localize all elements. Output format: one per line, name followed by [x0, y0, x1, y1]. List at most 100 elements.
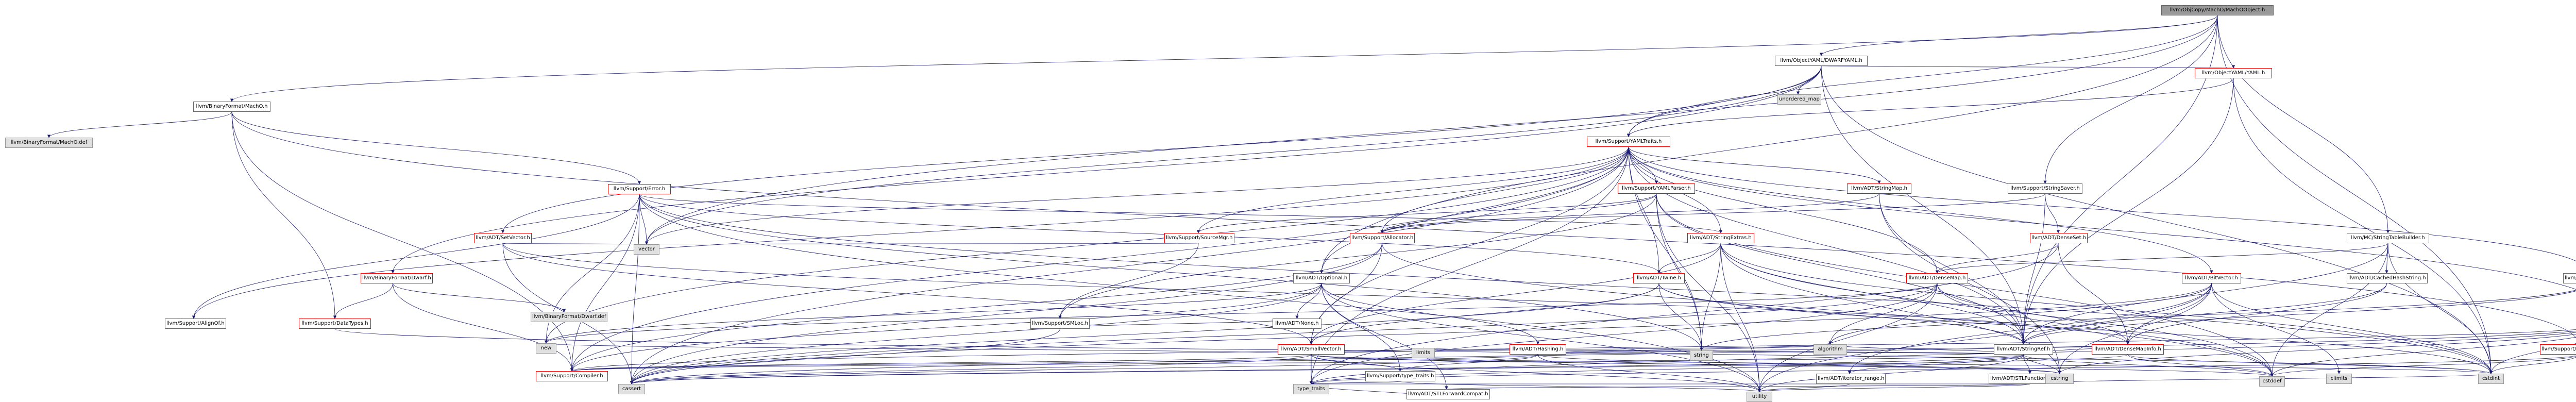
edge-supporterror-to-cassert	[632, 194, 639, 384]
edge-optional-to-hashing	[1321, 283, 1538, 344]
node-allocator[interactable]: llvm/Support/Allocator.h	[1350, 233, 1415, 243]
edge-yamltraits-to-stringmap	[1629, 147, 1879, 183]
edge-bfdwarf-to-dwarfdef	[393, 283, 565, 312]
node-setvector[interactable]: llvm/ADT/SetVector.h	[474, 233, 532, 243]
node-stringsaver[interactable]: llvm/Support/StringSaver.h	[2008, 183, 2082, 194]
edge-stringbuilder-to-stringref	[2024, 243, 2388, 344]
edge-denseset-to-densemapinfo	[2058, 243, 2128, 344]
node-denseset[interactable]: llvm/ADT/DenseSet.h	[2030, 233, 2088, 243]
edge-root-to-binmacho	[232, 15, 2217, 102]
edge-supporterror-to-twine	[639, 194, 1659, 273]
edge-endian-to-cstddef	[2272, 325, 2576, 376]
edge-optional-to-new	[546, 283, 1321, 343]
edge-objyamlh-to-cstdint	[2233, 78, 2491, 374]
node-bitvector[interactable]: llvm/ADT/BitVector.h	[2182, 273, 2241, 283]
edge-bfdwarf-to-supportdatatypes	[335, 283, 393, 319]
node-root[interactable]: llvm/ObjCopy/MachO/MachOObject.h	[2161, 5, 2274, 15]
edge-binmacho-to-supporterror	[232, 112, 639, 184]
node-limits: limits	[1412, 348, 1435, 358]
node-yamltraits[interactable]: llvm/Support/YAMLTraits.h	[1587, 137, 1670, 147]
edge-supporterror-to-alignof	[194, 194, 639, 319]
node-supportcompiler[interactable]: llvm/Support/Compiler.h	[536, 371, 608, 381]
node-cstring: cstring	[2045, 374, 2074, 384]
edge-smloc-to-none	[1060, 319, 1297, 329]
node-type_traits: type_traits	[1293, 384, 1329, 394]
edge-twine-to-stringref	[1659, 283, 2024, 344]
node-utility: utility	[1747, 392, 1772, 402]
edge-root-to-vector	[647, 15, 2217, 244]
edge-bfdwarf-to-supportcompiler	[393, 283, 572, 371]
node-typetraits[interactable]: llvm/Support/type_traits.h	[1365, 371, 1435, 381]
edge-root-to-yamltraits	[1629, 15, 2217, 137]
node-cstdint: cstdint	[2478, 374, 2504, 384]
edge-stringsaver-to-allocator	[1382, 194, 2045, 233]
node-cachedhash[interactable]: llvm/ADT/CachedHashString.h	[2347, 273, 2428, 283]
node-regex[interactable]: llvm/Support/Regex.h	[2563, 273, 2576, 283]
edge-stringextras-to-utility	[1721, 243, 1759, 392]
node-stringbuilder[interactable]: llvm/MC/StringTableBuilder.h	[2347, 233, 2429, 243]
node-supporterror[interactable]: llvm/Support/Error.h	[608, 184, 671, 194]
edge-twine-to-cassert	[632, 283, 1659, 384]
edge-yamltraits-to-endian	[1629, 147, 2576, 314]
edge-stringextras-to-twine	[1659, 243, 1721, 273]
edge-densemap-to-densemapinfo	[1937, 283, 2128, 344]
node-smloc[interactable]: llvm/Support/SMLoc.h	[1030, 319, 1090, 329]
node-new: new	[536, 343, 556, 354]
edge-root-to-objyaml	[1821, 15, 2217, 56]
edge-optional-to-supportcompiler	[572, 283, 1321, 371]
node-stringextras[interactable]: llvm/ADT/StringExtras.h	[1687, 233, 1754, 243]
edge-root-to-stringsaver	[2045, 15, 2218, 183]
node-smallvector[interactable]: llvm/ADT/SmallVector.h	[1278, 344, 1345, 355]
edge-twine-to-cstdint	[1659, 283, 2491, 374]
node-vector: vector	[634, 244, 659, 255]
edge-cachedhash-to-stringref	[2024, 283, 2387, 344]
node-objyaml[interactable]: llvm/ObjectYAML/DWARFYAML.h	[1775, 56, 1868, 66]
node-densemapinfo[interactable]: llvm/ADT/DenseMapInfo.h	[2092, 344, 2164, 355]
edge-yamlparser-to-stringref	[1656, 194, 2024, 344]
edge-binmacho-to-machodef	[49, 112, 232, 138]
node-optional[interactable]: llvm/ADT/Optional.h	[1293, 273, 1350, 283]
node-yamlparser[interactable]: llvm/Support/YAMLParser.h	[1618, 183, 1695, 194]
edge-yamltraits-to-yamlparser	[1629, 147, 1656, 183]
node-binmacho[interactable]: llvm/BinaryFormat/MachO.h	[193, 102, 270, 112]
node-dwarfdef: llvm/BinaryFormat/Dwarf.def	[531, 312, 607, 322]
node-sourcemgr[interactable]: llvm/Support/SourceMgr.h	[1164, 233, 1234, 243]
node-iterrange[interactable]: llvm/ADT/iterator_range.h	[1816, 374, 1886, 384]
node-hashing[interactable]: llvm/ADT/Hashing.h	[1510, 344, 1566, 355]
node-objyamlh[interactable]: llvm/ObjectYAML/YAML.h	[2195, 68, 2272, 78]
node-machodef: llvm/BinaryFormat/MachO.def	[5, 138, 93, 148]
node-stringref[interactable]: llvm/ADT/StringRef.h	[1994, 344, 2053, 355]
node-densemap[interactable]: llvm/ADT/DenseMap.h	[1906, 273, 1968, 283]
node-climits: climits	[2326, 374, 2352, 384]
node-supportdatatypes[interactable]: llvm/Support/DataTypes.h	[299, 319, 371, 329]
edge-stringextras-to-smallvector	[1311, 243, 1721, 344]
node-swapbyte[interactable]: llvm/Support/SwapByteOrder.h	[2540, 344, 2576, 355]
edge-stringref-to-iterrange	[1850, 355, 2024, 374]
edge-yamltraits-to-string	[1629, 147, 1702, 350]
node-stringmap[interactable]: llvm/ADT/StringMap.h	[1847, 183, 1911, 194]
edge-yamlparser-to-string	[1656, 194, 1702, 350]
node-alignof[interactable]: llvm/Support/AlignOf.h	[165, 319, 226, 329]
node-cassert: cassert	[618, 384, 645, 394]
edge-stringref-to-supportcompiler	[572, 355, 2024, 371]
edge-yamltraits-to-sourcemgr	[1198, 147, 1629, 233]
edge-objyaml-to-unordered_map	[1798, 66, 1821, 94]
node-bfdwarf[interactable]: llvm/BinaryFormat/Dwarf.h	[361, 273, 433, 283]
edge-yamltraits-to-densemap	[1629, 147, 1937, 273]
edge-cachedhash-to-densemapinfo	[2128, 283, 2387, 344]
edge-binmacho-to-supportdatatypes	[232, 112, 335, 319]
edge-densemap-to-cassert	[632, 283, 1937, 384]
node-stlfwd[interactable]: llvm/ADT/STLForwardCompat.h	[1406, 389, 1490, 399]
edge-smallvector-to-cassert	[632, 355, 1311, 384]
edge-setvector-to-vector	[503, 243, 647, 244]
edge-hashing-to-cstring	[1538, 355, 2060, 374]
edge-swapbyte-to-cstddef	[2272, 355, 2576, 376]
edge-objyamlh-to-yamltraits	[1629, 78, 2233, 137]
node-cstddef: cstddef	[2259, 376, 2285, 387]
node-twine[interactable]: llvm/ADT/Twine.h	[1633, 273, 1685, 283]
edge-bitvector-to-densemapinfo	[2128, 283, 2212, 344]
node-none[interactable]: llvm/ADT/None.h	[1273, 319, 1321, 329]
node-unordered_map: unordered_map	[1777, 94, 1821, 105]
edge-stringsaver-to-denseset	[2045, 194, 2059, 233]
edge-objyaml-to-setvector	[503, 66, 1821, 233]
